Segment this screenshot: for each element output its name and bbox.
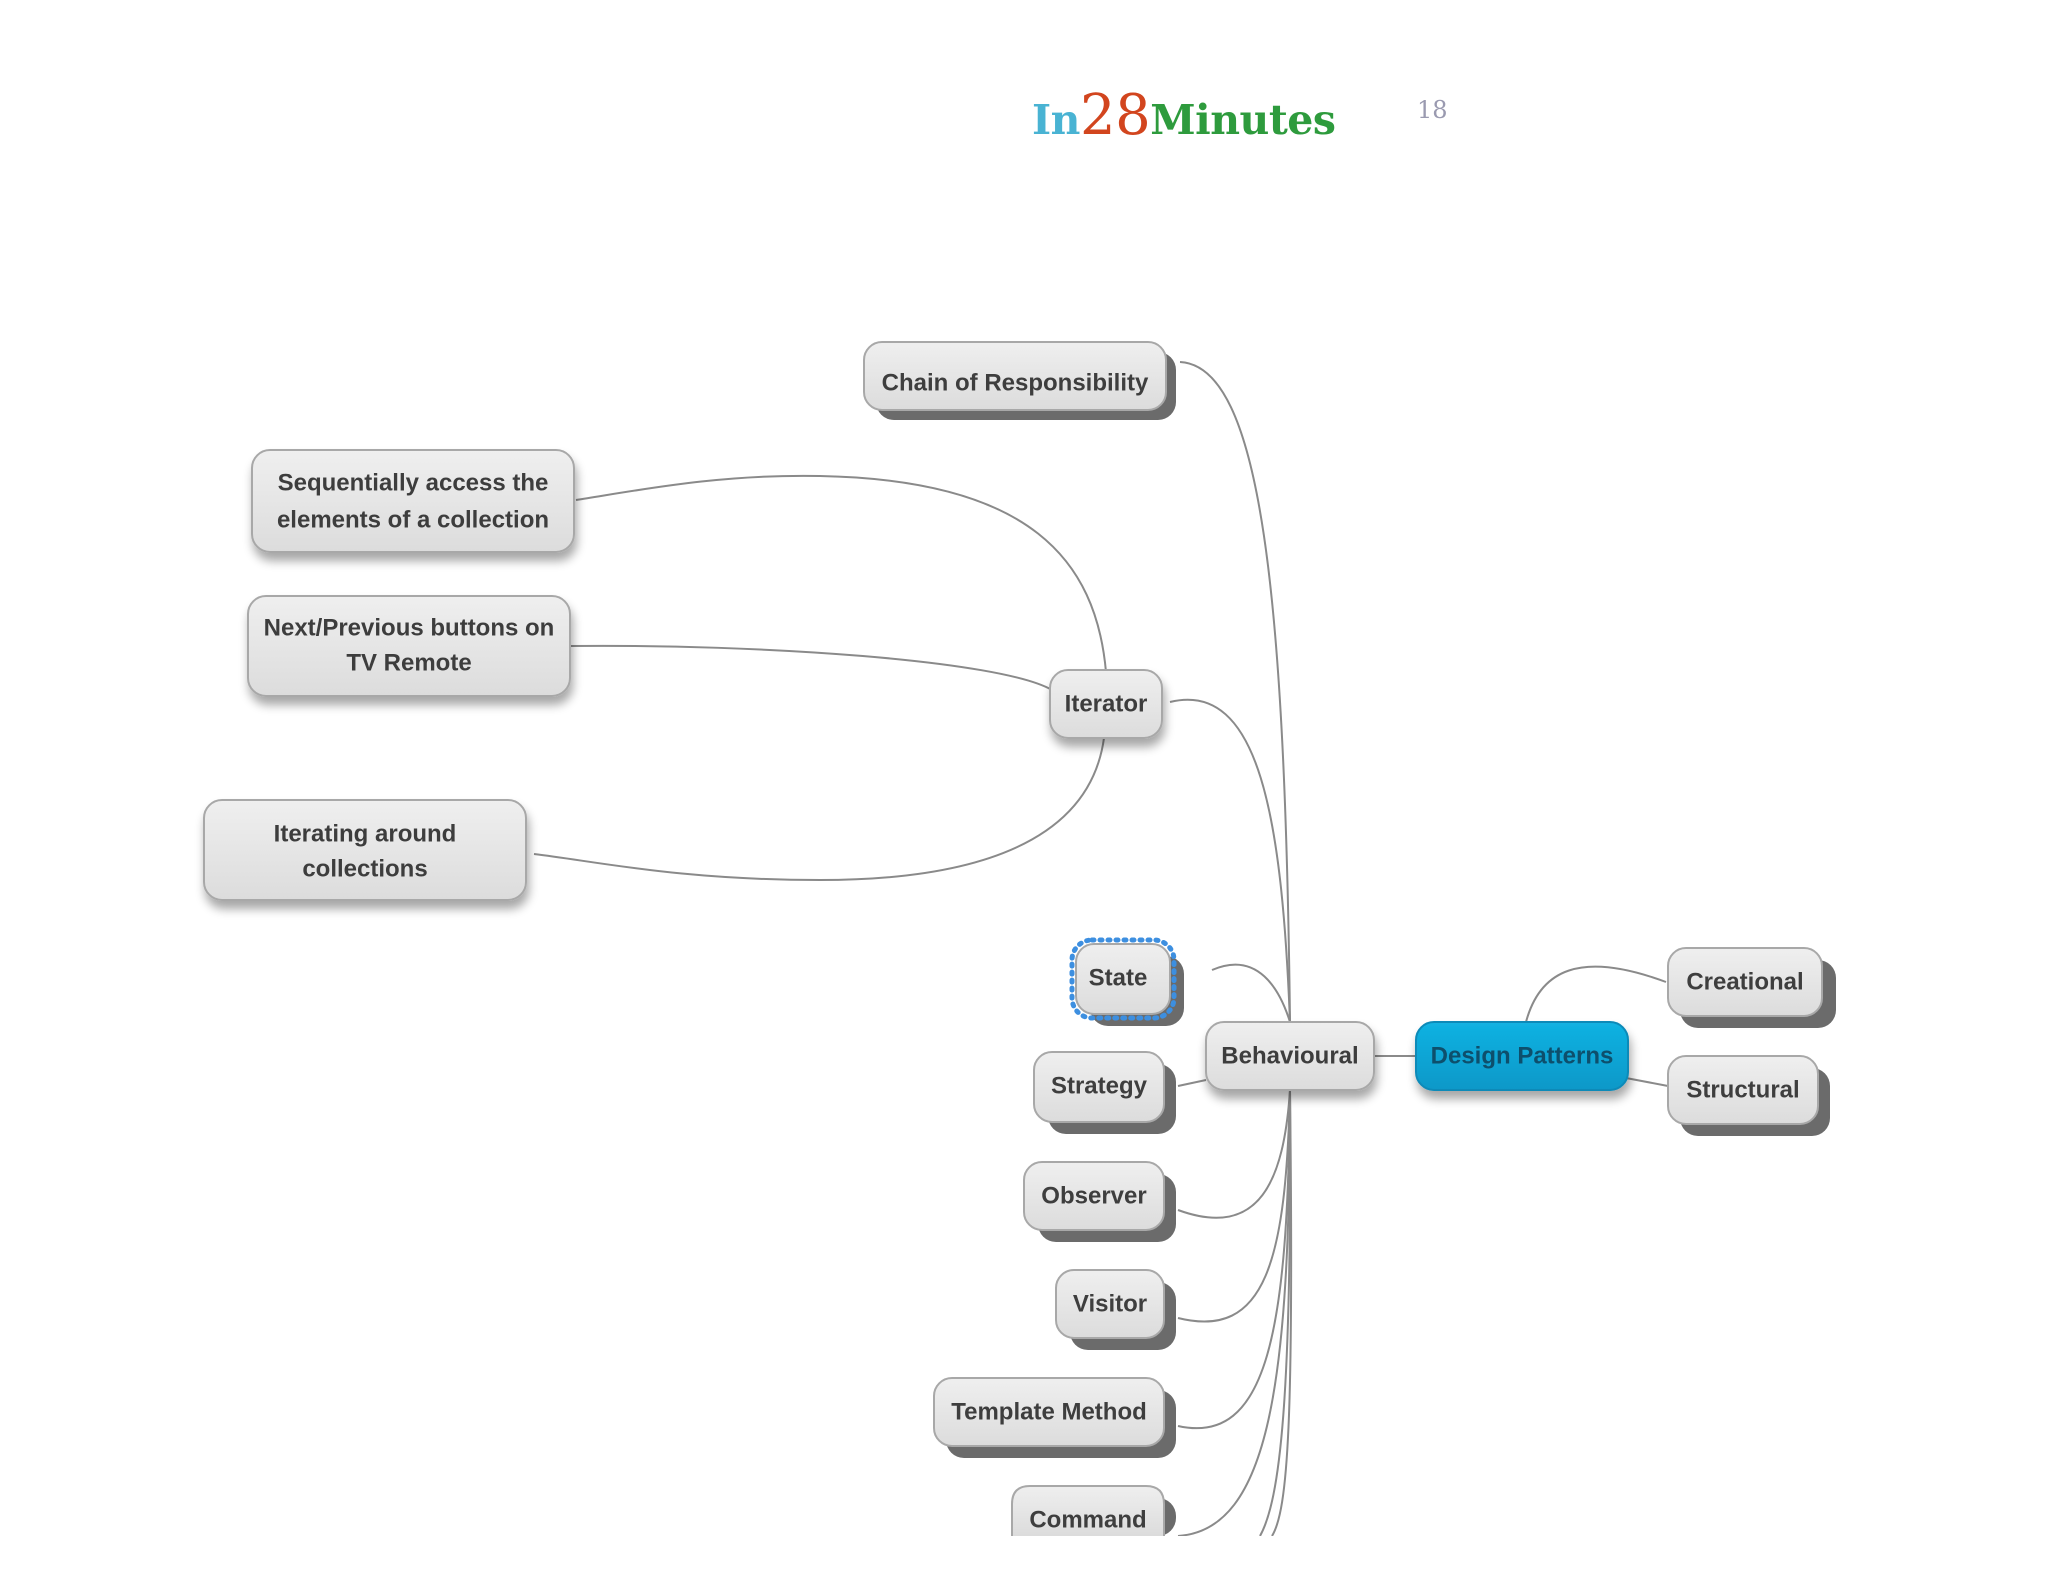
connector-design-structural bbox=[1625, 1077, 1669, 1087]
node-label: State bbox=[1089, 964, 1148, 991]
node-label: Design Patterns bbox=[1431, 1042, 1614, 1069]
node-strategy[interactable]: Strategy bbox=[1033, 1051, 1176, 1134]
connector-design-creational bbox=[1525, 965, 1667, 1023]
node-label: Observer bbox=[1041, 1182, 1146, 1209]
node-label: Structural bbox=[1686, 1076, 1799, 1103]
brand-28-text: 28 bbox=[1080, 83, 1151, 148]
connector-behavioural-visitor bbox=[1177, 1089, 1291, 1323]
node-label: Creational bbox=[1686, 968, 1803, 995]
connector-behavioural-state bbox=[1211, 963, 1291, 1023]
node-state[interactable]: State bbox=[1069, 937, 1184, 1026]
node-sequential-access[interactable]: Sequentially access the elements of a co… bbox=[251, 449, 575, 553]
node-label-line1: Sequentially access the bbox=[278, 469, 549, 496]
brand-logo: In28Minutes bbox=[1032, 88, 1336, 144]
node-label: Visitor bbox=[1073, 1290, 1147, 1317]
connector-behavioural-iterator bbox=[1169, 698, 1291, 1023]
brand-in-text: In bbox=[1032, 96, 1081, 144]
connector-behavioural-template bbox=[1177, 1089, 1291, 1430]
node-iterating-around[interactable]: Iterating around collections bbox=[203, 799, 527, 901]
connector-iterator-iterating bbox=[533, 737, 1105, 882]
connector-behavioural-chain bbox=[1179, 361, 1291, 1023]
node-template-method[interactable]: Template Method bbox=[933, 1377, 1176, 1458]
node-observer[interactable]: Observer bbox=[1023, 1161, 1176, 1242]
node-label: Iterator bbox=[1065, 690, 1148, 717]
brand-minutes-text: Minutes bbox=[1150, 96, 1336, 144]
node-chain-of-responsibility[interactable]: Chain of Responsibility bbox=[863, 341, 1176, 420]
node-visitor[interactable]: Visitor bbox=[1055, 1269, 1176, 1350]
node-label: Chain of Responsibility bbox=[882, 369, 1149, 396]
node-label-line2: TV Remote bbox=[346, 649, 471, 676]
page-margin bbox=[0, 1536, 2048, 1582]
node-iterator[interactable]: Iterator bbox=[1049, 669, 1163, 739]
node-behavioural[interactable]: Behavioural bbox=[1205, 1021, 1375, 1091]
connector-behavioural-observer bbox=[1177, 1089, 1291, 1219]
node-creational[interactable]: Creational bbox=[1667, 947, 1836, 1028]
node-label-line2: collections bbox=[302, 855, 427, 882]
connector-iterator-nextprev bbox=[569, 644, 1053, 691]
selection-outline bbox=[1069, 937, 1177, 1021]
connectors bbox=[533, 361, 1669, 1537]
node-label: Command bbox=[1029, 1506, 1146, 1533]
connector-behavioural-strategy bbox=[1177, 1079, 1207, 1087]
connector-iterator-sequential bbox=[575, 474, 1107, 673]
node-label-line1: Iterating around bbox=[274, 820, 457, 847]
page-number: 18 bbox=[1417, 96, 1448, 124]
node-next-previous[interactable]: Next/Previous buttons on TV Remote bbox=[247, 595, 571, 697]
node-label: Behavioural bbox=[1221, 1042, 1358, 1069]
node-label: Template Method bbox=[951, 1398, 1147, 1425]
connector-behavioural-offscreen-b bbox=[1271, 1089, 1293, 1537]
node-label: Strategy bbox=[1051, 1072, 1148, 1099]
node-design-patterns[interactable]: Design Patterns bbox=[1415, 1021, 1629, 1091]
node-label-line2: elements of a collection bbox=[277, 506, 549, 533]
node-command[interactable]: Command bbox=[1011, 1485, 1176, 1536]
node-structural[interactable]: Structural bbox=[1667, 1055, 1830, 1136]
node-label-line1: Next/Previous buttons on bbox=[264, 614, 555, 641]
connector-behavioural-command bbox=[1177, 1089, 1291, 1537]
